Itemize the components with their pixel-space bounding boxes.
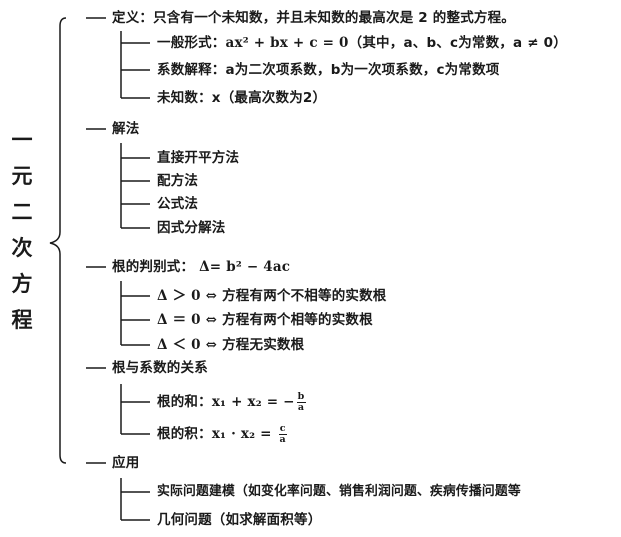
coefficients-row: 系数解释：a为二次项系数，b为一次项系数，c为常数项 xyxy=(157,62,500,78)
case-condition: Δ ＜ 0 ⇔ xyxy=(157,337,223,353)
general-form-note: （其中，a、b、c为常数，a ≠ 0） xyxy=(348,35,567,51)
case-result: 方程有两个不相等的实数根 xyxy=(222,288,387,304)
discriminant-formula: Δ= b² − 4ac xyxy=(199,259,291,275)
discriminant-case: Δ ＞ 0 ⇔ 方程有两个不相等的实数根 xyxy=(157,286,387,306)
case-condition: Δ ＝ 0 ⇔ xyxy=(157,312,223,328)
methods-label: 解法 xyxy=(112,121,140,137)
general-form-label: 一般形式： xyxy=(157,35,226,51)
application-item: 实际问题建模（如变化率问题、销售利润问题、疾病传播问题等 xyxy=(157,484,521,499)
case-result: 方程无实数根 xyxy=(222,337,305,353)
root-title-char: 次 xyxy=(11,236,33,260)
root-title: 一 元 二 次 方 程 xyxy=(8,130,36,346)
method-item: 因式分解法 xyxy=(157,220,226,236)
root-sum-label: 根的和： xyxy=(157,394,212,410)
root-product-lhs: x₁ · x₂ = xyxy=(211,426,277,442)
unknown-row: 未知数：x（最高次数为2） xyxy=(157,90,327,106)
method-item: 直接开平方法 xyxy=(157,150,240,166)
case-result: 方程有两个相等的实数根 xyxy=(222,312,373,328)
root-title-char: 方 xyxy=(11,272,33,296)
root-title-char: 一 xyxy=(11,128,33,152)
root-sum-lhs: x₁ + x₂ = − xyxy=(211,394,295,410)
discriminant-label: 根的判别式： xyxy=(112,259,195,275)
main-brace xyxy=(49,17,67,464)
vieta-label: 根与系数的关系 xyxy=(112,360,208,376)
method-item: 配方法 xyxy=(157,173,199,189)
method-item: 公式法 xyxy=(157,196,199,212)
fraction-numerator: b xyxy=(296,390,306,403)
general-form-row: 一般形式：ax² + bx + c = 0（其中，a、b、c为常数，a ≠ 0） xyxy=(157,33,567,53)
discriminant-case: Δ ＝ 0 ⇔ 方程有两个相等的实数根 xyxy=(157,310,373,330)
discriminant-row: 根的判别式： Δ= b² − 4ac xyxy=(112,257,290,277)
definition-label: 定义：只含有一个未知数，并且未知数的最高次是 2 的整式方程。 xyxy=(112,10,515,26)
root-title-char: 程 xyxy=(11,308,33,332)
fraction-numerator: c xyxy=(278,422,287,435)
fraction-denominator: a xyxy=(279,433,286,445)
fraction-denominator: a xyxy=(297,401,305,413)
application-label: 应用 xyxy=(112,455,140,471)
root-title-char: 二 xyxy=(11,200,33,224)
general-form-formula: ax² + bx + c = 0 xyxy=(225,35,349,51)
discriminant-case: Δ ＜ 0 ⇔ 方程无实数根 xyxy=(157,335,304,355)
root-title-char: 元 xyxy=(11,164,33,188)
root-product-label: 根的积： xyxy=(157,426,212,442)
case-condition: Δ ＞ 0 ⇔ xyxy=(157,288,223,304)
application-item: 几何问题（如求解面积等） xyxy=(157,512,322,528)
